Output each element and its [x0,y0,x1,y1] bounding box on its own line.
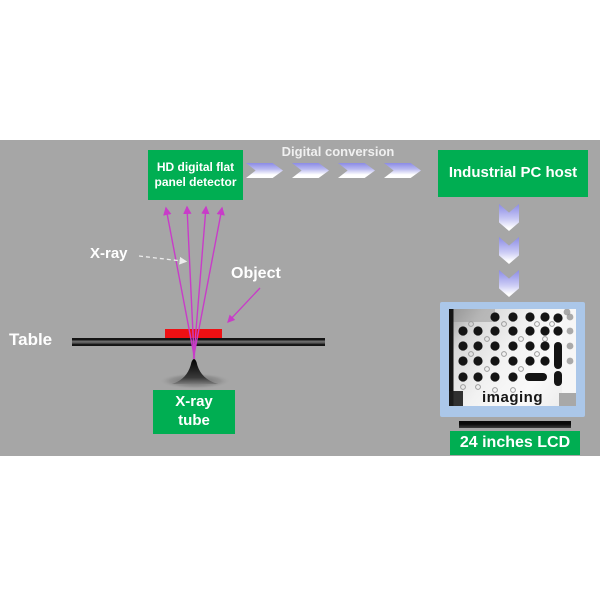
bga-xray-image [449,309,576,406]
right-chevron-icon [246,163,283,178]
down-chevron-icon [499,270,519,297]
tube-box-line1: X-ray [175,393,213,411]
industrial-pc-host-box: Industrial PC host [438,150,588,197]
object-label: Object [231,265,281,282]
inspected-object [165,329,222,338]
detector-box-line1: HD digital flat [156,160,235,174]
table-label: Table [9,330,53,349]
lcd-monitor: imaging [440,302,585,417]
xray-tube-box: X-ray tube [153,390,235,434]
monitor-stand [459,421,571,428]
monitor-screen-xray-image: imaging [449,309,576,406]
conversion-arrow-row [246,163,430,178]
pc-box-label: Industrial PC host [448,164,578,182]
flat-panel-detector-box: HD digital flat panel detector [148,150,243,200]
pc-to-monitor-arrow-column [499,204,519,303]
right-chevron-icon [338,163,375,178]
right-chevron-icon [292,163,329,178]
right-chevron-icon [384,163,421,178]
digital-conversion-label: Digital conversion [281,144,395,159]
tube-box-line2: tube [178,412,210,429]
detector-box-line2: panel detector [154,175,237,189]
lcd-box-label: 24 inches LCD [459,434,571,451]
lcd-box: 24 inches LCD [450,431,580,455]
table-surface [72,338,325,346]
down-chevron-icon [499,237,519,264]
xray-label: X-ray [90,245,128,262]
imaging-label: imaging [481,389,543,406]
down-chevron-icon [499,204,519,231]
